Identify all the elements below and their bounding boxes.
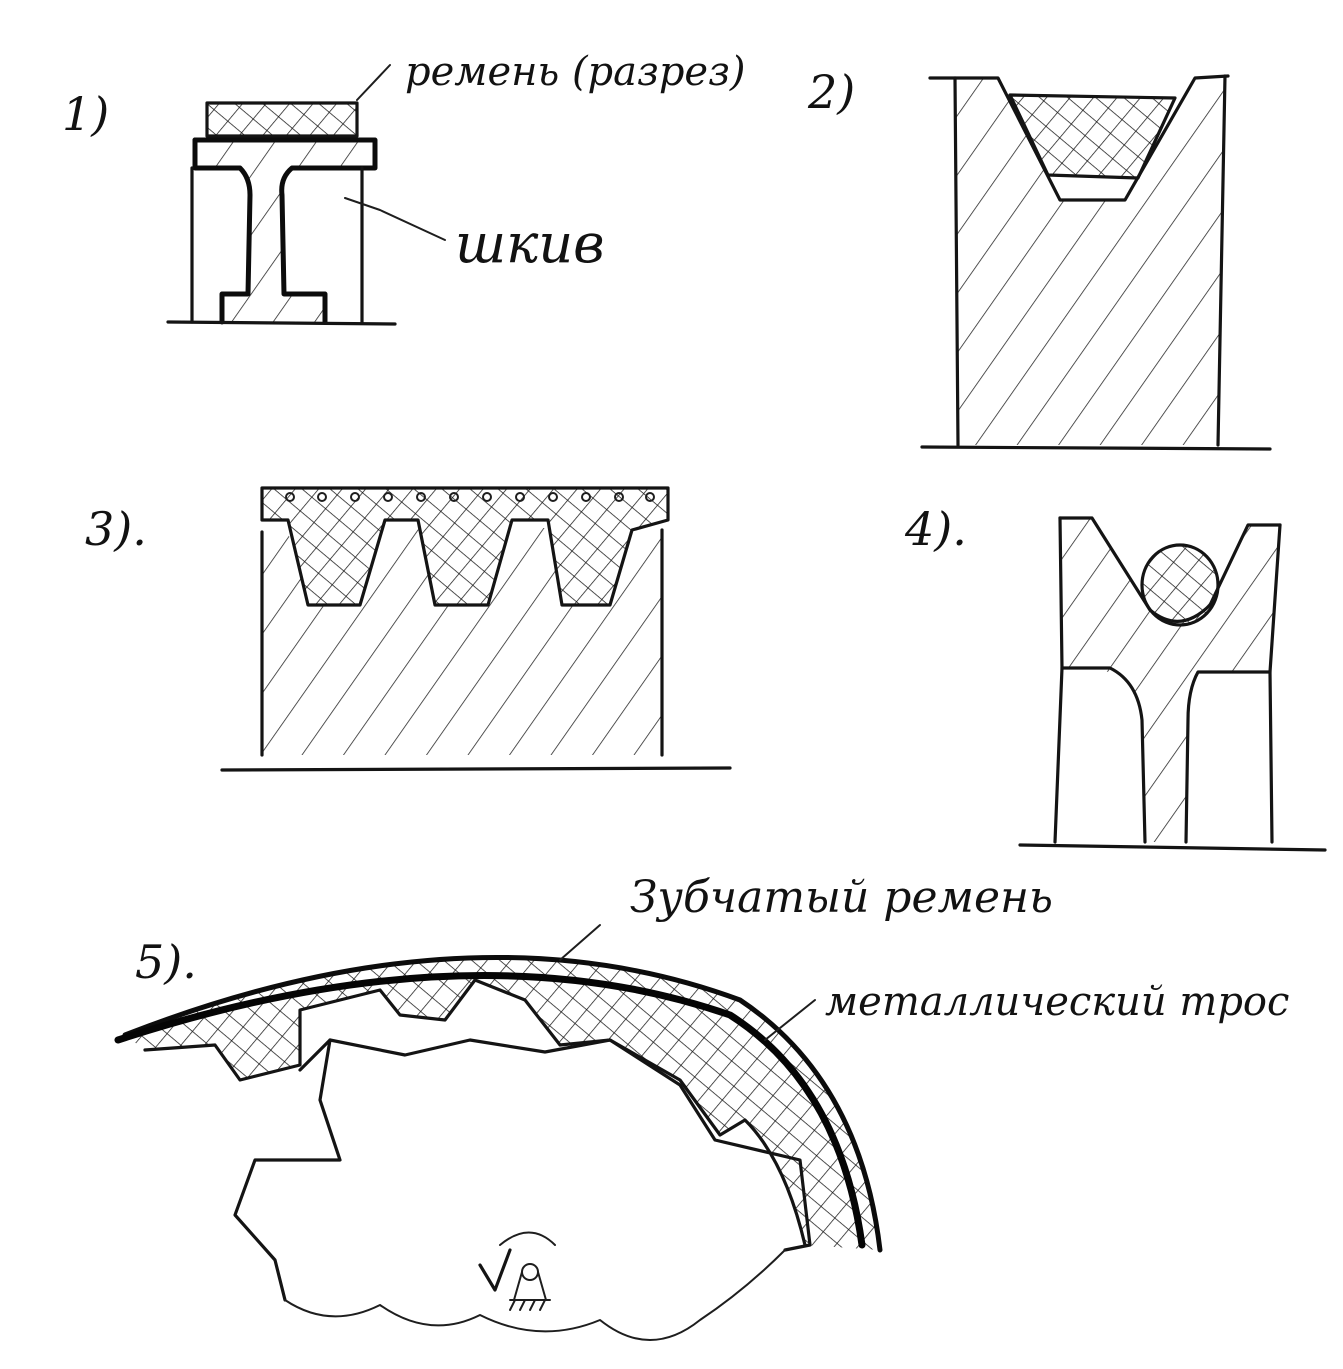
figure-3-number: 3). <box>85 502 147 556</box>
figure-2-v-belt: 2) <box>807 65 1272 451</box>
figure-1-belt-label: ремень (разрез) <box>405 49 746 95</box>
figure-2-number: 2) <box>807 65 855 119</box>
figure-1-flat-belt: 1) ремень (разрез) шкив <box>62 49 746 326</box>
figure-1-pulley-leader <box>344 197 446 241</box>
rotation-arrow-icon <box>478 1248 512 1292</box>
figure-5-sprocket <box>233 1038 812 1341</box>
figure-5-toothed-belt: 5). Зубчатый ремень металлический трос <box>114 872 1289 1341</box>
figure-5-belt-label: Зубчатый ремень <box>630 872 1053 923</box>
figure-1-belt-leader <box>356 64 391 101</box>
figure-1-pulley-label: шкив <box>455 212 605 275</box>
axis-icon <box>521 1263 539 1281</box>
figure-3-belt-section <box>260 486 670 607</box>
figure-1-number: 1) <box>62 87 109 141</box>
figure-5-rope-label: металлический трос <box>825 979 1289 1025</box>
figure-2-belt-section <box>1008 93 1177 180</box>
figure-5-steel-rope <box>114 972 866 1249</box>
figure-1-belt-section <box>205 101 359 138</box>
figure-1-pulley-section <box>166 137 397 326</box>
figure-3-pulley-section <box>220 528 732 772</box>
figure-5-number: 5). <box>135 935 197 989</box>
figure-3-poly-v-belt: 3). <box>85 486 732 772</box>
figure-5-belt-section <box>122 954 883 1253</box>
figure-4-number: 4). <box>904 502 967 556</box>
figure-5-rope-leader <box>764 999 816 1041</box>
figure-4-belt-section <box>1140 543 1220 627</box>
figure-2-pulley-section <box>920 74 1272 451</box>
figure-5-belt-leader <box>559 924 601 961</box>
figure-4-round-belt: 4). <box>904 502 1327 852</box>
